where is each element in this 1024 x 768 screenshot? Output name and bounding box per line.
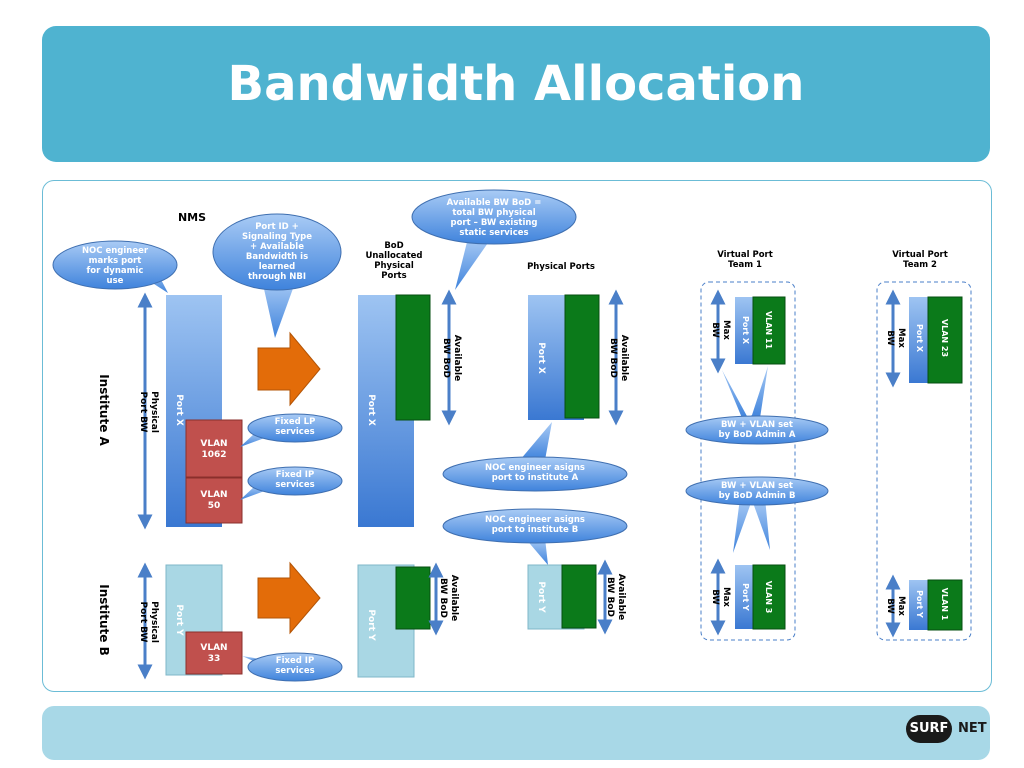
vlan-1-label: VLAN 1 xyxy=(940,588,949,621)
port-x-label: Port X xyxy=(174,394,184,426)
institute-b-label: Institute B xyxy=(97,584,111,655)
t1-port-x-label: Port X xyxy=(741,316,750,345)
available-bw-label-c: AvailableBW BoD xyxy=(608,335,629,381)
vp-team2-frame xyxy=(876,281,972,641)
vlan-3-label: VLAN 3 xyxy=(764,581,773,614)
max-bw-label-t2-top: MaxBW xyxy=(885,328,906,348)
t1-port-y-label: Port Y xyxy=(741,583,750,611)
t2-port-y-label: Port Y xyxy=(915,590,924,618)
bw-vlan-a-tail xyxy=(722,366,768,418)
physical-port-bw-label-a: PhysicalPort BW xyxy=(138,391,159,433)
physical-port-y-green xyxy=(561,564,597,629)
bod-port-y-label: Port Y xyxy=(366,609,376,641)
fixed-ip-bubble-a xyxy=(247,466,343,496)
vlan-33-box xyxy=(185,631,243,675)
port-y-label: Port Y xyxy=(174,604,184,636)
bw-vlan-b-tail xyxy=(733,498,770,553)
orange-arrow-a xyxy=(257,331,321,407)
orange-arrow-b xyxy=(257,561,321,635)
bod-port-x-label: Port X xyxy=(366,394,376,426)
vlan-1062-box xyxy=(185,419,243,478)
noc-marks-bubble xyxy=(52,240,178,290)
available-bw-label-a: AvailableBW BoD xyxy=(441,335,462,381)
vlan-50-box xyxy=(185,477,243,524)
vlan-11-label: VLAN 11 xyxy=(764,311,773,350)
max-bw-label-t1-top: MaxBW xyxy=(710,320,731,340)
logo-net: NET xyxy=(958,721,987,736)
page-title: Bandwidth Allocation xyxy=(227,56,805,112)
bod-port-y-green xyxy=(395,566,431,630)
bw-vlan-b-bubble xyxy=(685,476,829,506)
assign-b-bubble xyxy=(442,508,628,544)
max-bw-label-t2-bottom: MaxBW xyxy=(885,596,906,616)
vlan-23-box xyxy=(927,296,963,384)
available-bw-label-d: AvailableBW BoD xyxy=(605,574,626,620)
assign-a-bubble-tail xyxy=(520,422,552,460)
physical-port-bw-label-b: PhysicalPort BW xyxy=(138,601,159,643)
vlan-3-box xyxy=(752,564,786,630)
t2-port-x-label: Port X xyxy=(915,324,924,353)
vlan-1-box xyxy=(927,579,963,631)
logo-surf: SURF xyxy=(906,715,952,743)
vlan-11-box xyxy=(752,296,786,365)
fixed-ip-bubble-b xyxy=(247,652,343,682)
footer-bar xyxy=(42,706,990,760)
vlan-23-label: VLAN 23 xyxy=(940,319,949,357)
institute-a-label: Institute A xyxy=(97,374,111,446)
port-id-bubble xyxy=(212,213,342,291)
avail-bod-bubble xyxy=(411,189,577,245)
fixed-lp-bubble xyxy=(247,413,343,443)
avail-bod-bubble-tail xyxy=(455,238,490,290)
nms-label: NMS xyxy=(178,211,206,224)
vp-team1-frame xyxy=(700,281,796,641)
bod-port-x-green xyxy=(395,294,431,421)
surfnet-logo: SURF NET xyxy=(906,715,990,749)
bw-vlan-a-bubble xyxy=(685,415,829,445)
physical-ports-label: Physical Ports xyxy=(527,262,595,272)
max-bw-label-t1-bottom: MaxBW xyxy=(710,587,731,607)
title-bar: Bandwidth Allocation xyxy=(42,26,990,162)
physical-port-x-green xyxy=(564,294,600,419)
physical-port-y-label: Port Y xyxy=(536,581,546,613)
available-bw-label-b: AvailableBW BoD xyxy=(438,575,459,621)
physical-port-x-label: Port X xyxy=(536,342,546,374)
assign-a-bubble xyxy=(442,456,628,492)
assign-b-bubble-tail xyxy=(525,538,548,565)
port-id-bubble-tail xyxy=(262,280,295,338)
